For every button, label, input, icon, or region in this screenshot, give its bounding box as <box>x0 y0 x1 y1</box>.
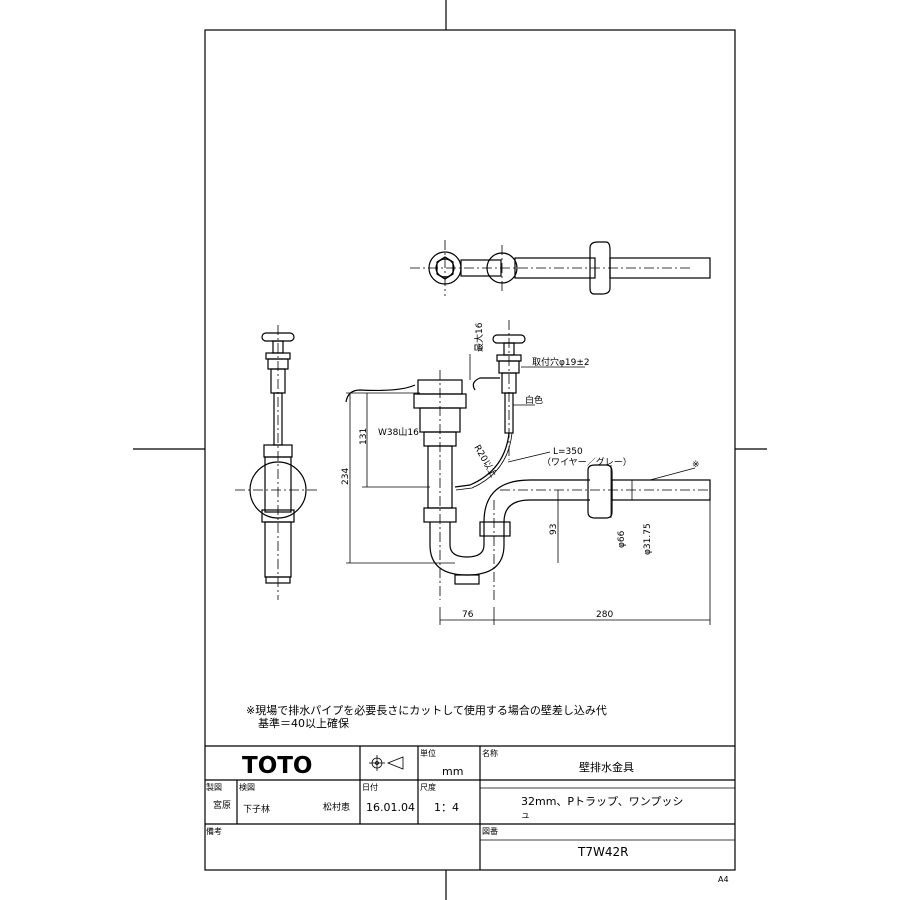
description-line-1: 32mm、Pトラップ、ワンプッシ <box>521 795 683 808</box>
drawing-no-value: T7W42R <box>577 845 628 859</box>
drawing-no-label: 図番 <box>482 826 498 836</box>
date-value: 16.01.04 <box>366 801 415 814</box>
dimension-lines <box>346 354 711 625</box>
dim-131: 131 <box>359 428 369 445</box>
brand-logo: TOTO <box>242 753 312 779</box>
centering-marks <box>133 0 767 900</box>
description-line-2: ュ <box>521 811 530 821</box>
unit-value: mm <box>442 765 463 778</box>
note-line-2: 基準＝40以上確保 <box>258 716 349 730</box>
made-value: 宮原 <box>213 799 231 811</box>
unit-label: 単位 <box>420 748 436 758</box>
check-label: 検図 <box>239 782 255 792</box>
dim-w38: W38山16 <box>378 427 419 438</box>
dim-93: 93 <box>549 524 559 535</box>
dim-phi66: φ66 <box>617 530 627 548</box>
dim-76: 76 <box>462 610 474 620</box>
name-value: 壁排水金具 <box>579 760 634 774</box>
top-view <box>410 240 711 296</box>
dim-hole: 取付穴φ19±2 <box>532 356 590 368</box>
check-value-2: 松村恵 <box>323 801 350 813</box>
dim-wire-length: L=350 <box>553 447 583 457</box>
dim-white: 白色 <box>525 394 543 406</box>
front-view <box>345 320 711 600</box>
scale-value: 1：4 <box>434 801 459 814</box>
date-label: 日付 <box>362 782 378 792</box>
side-view <box>235 325 320 600</box>
name-label: 名称 <box>482 748 498 758</box>
dim-phi31: φ31.75 <box>643 523 653 555</box>
title-block <box>205 745 735 870</box>
note-line-1: ※現場で排水パイプを必要長さにカットして使用する場合の壁差し込み代 <box>246 703 607 717</box>
paper-size: A4 <box>718 875 729 884</box>
dim-234: 234 <box>341 468 351 485</box>
drawing-frame <box>204 29 736 871</box>
check-value-1: 下子林 <box>243 803 270 815</box>
scale-label: 尺度 <box>420 782 436 792</box>
dim-max16: 最大16 <box>473 322 485 352</box>
made-label: 製図 <box>206 782 222 792</box>
dim-280: 280 <box>596 610 613 620</box>
remarks-label: 備考 <box>206 826 222 836</box>
dim-wire-desc: （ワイヤー／グレー） <box>542 456 632 468</box>
dim-asterisk: ※ <box>692 460 700 470</box>
projection-symbol-icon <box>369 755 404 771</box>
dim-r20: R20以上 <box>471 443 498 479</box>
